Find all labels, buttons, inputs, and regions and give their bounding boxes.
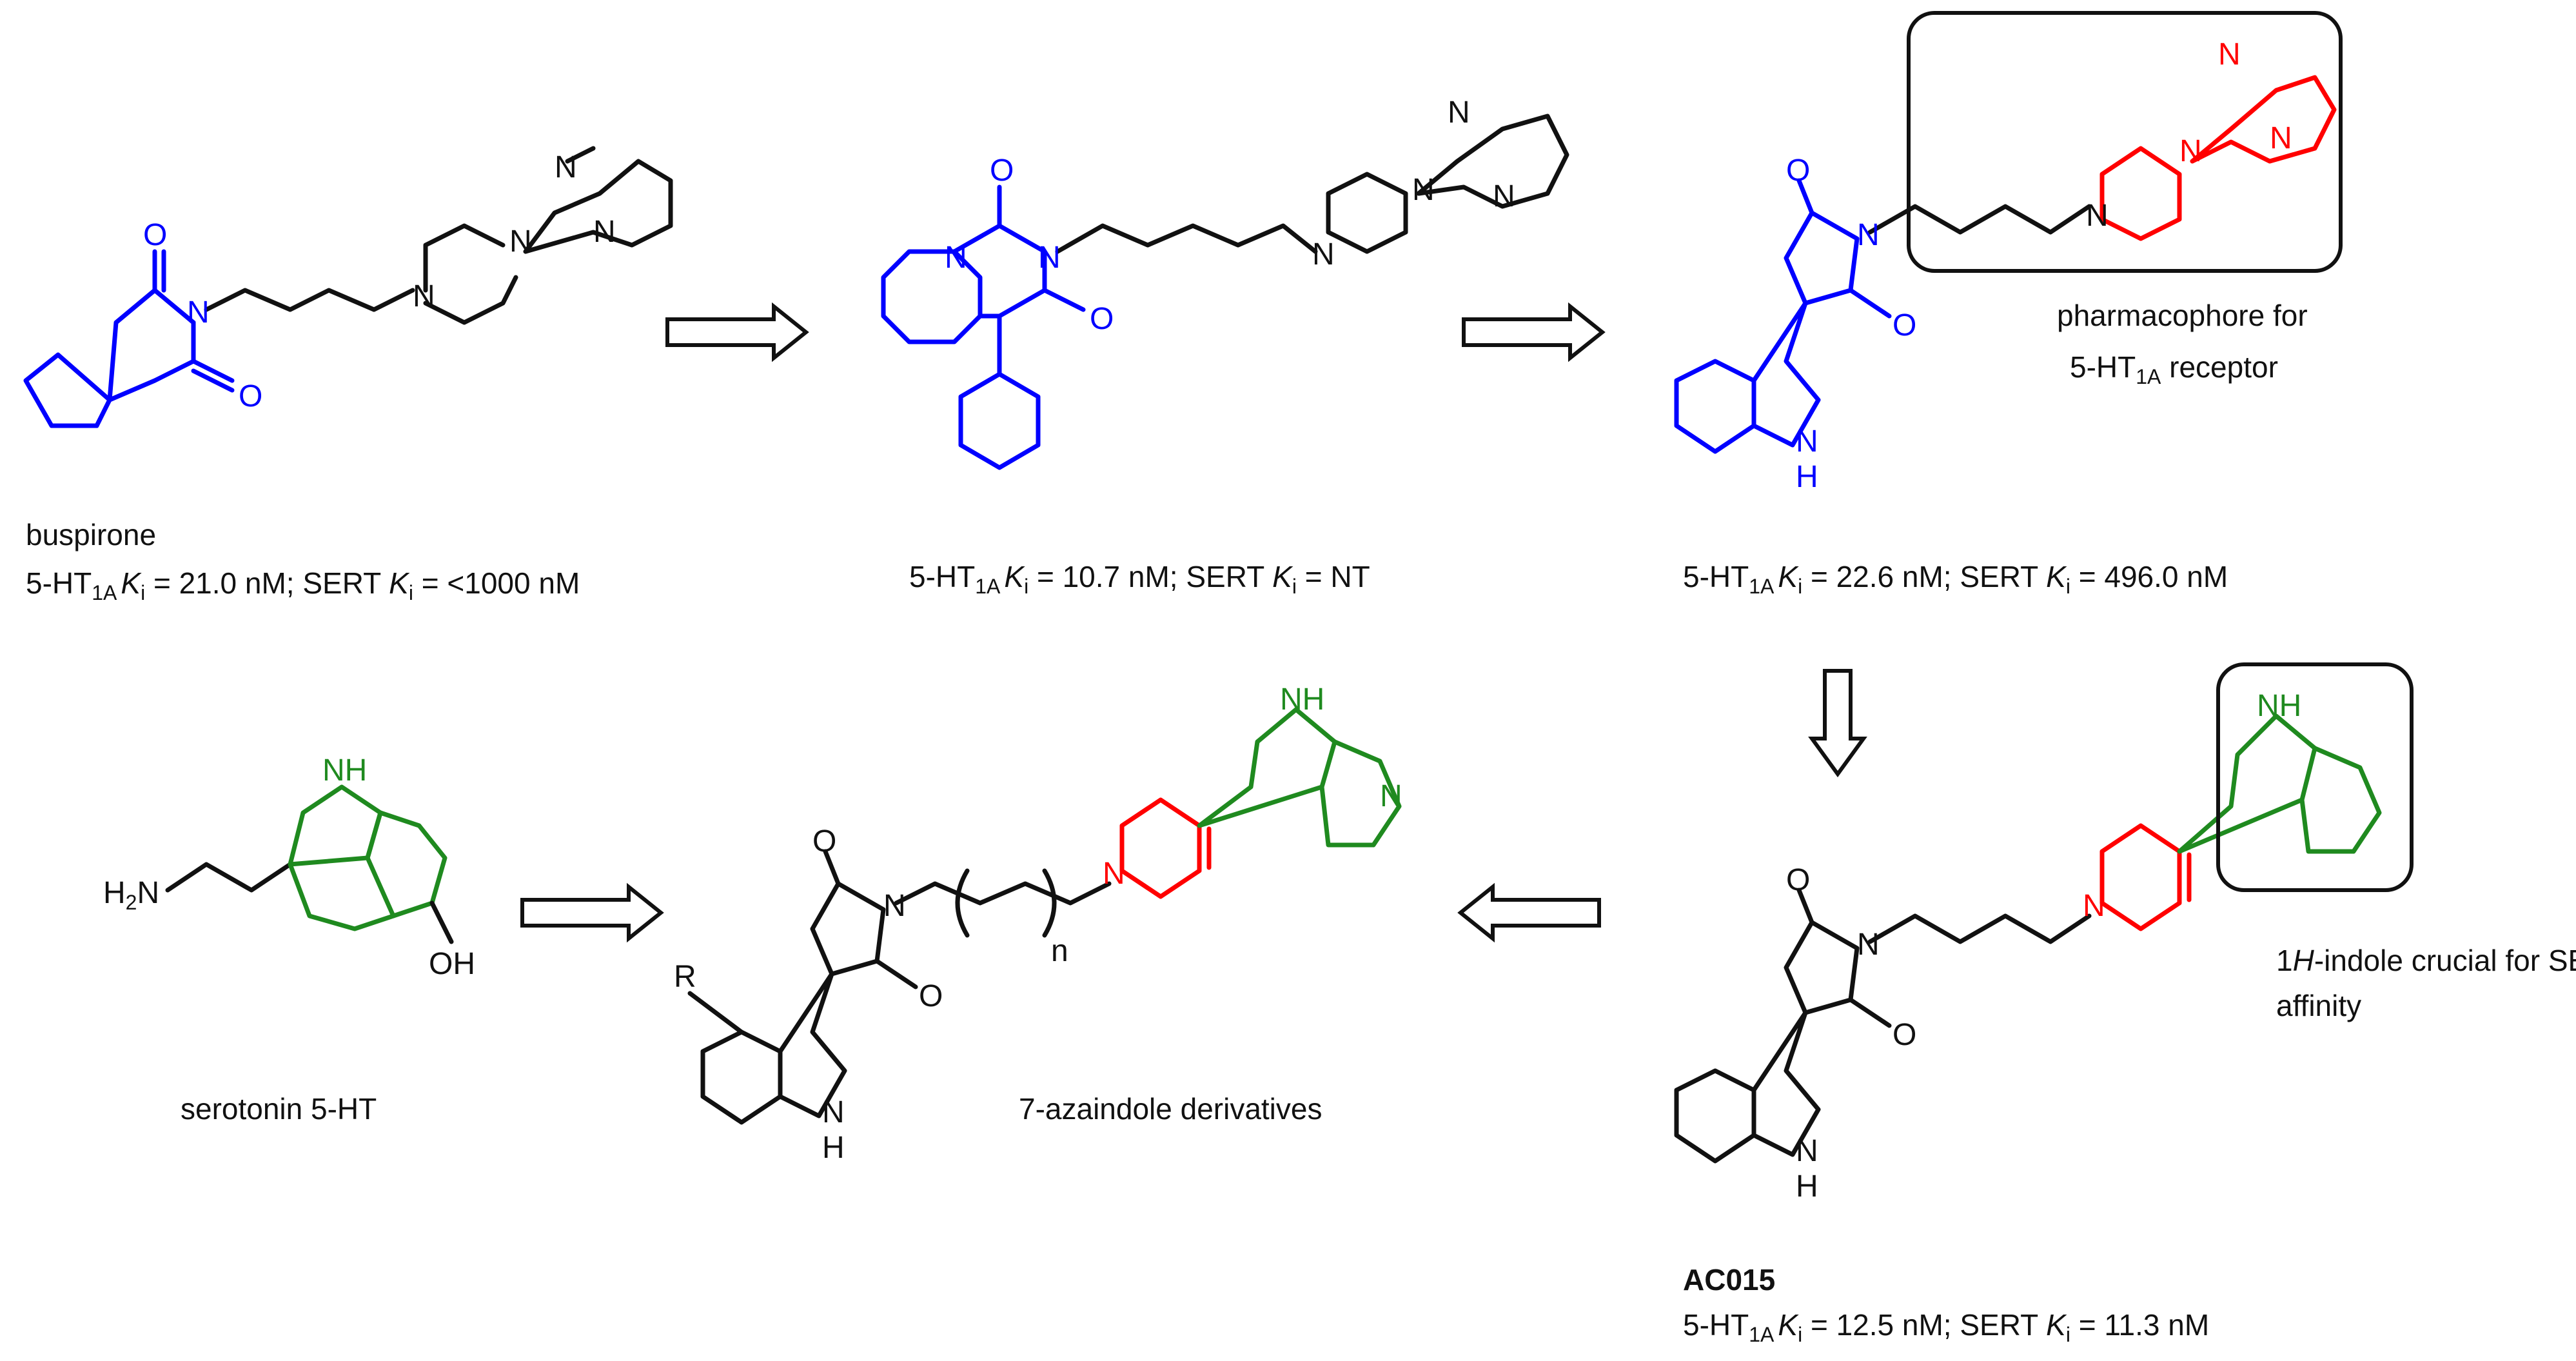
buspirone-structure: O O N N N N N: [23, 146, 673, 428]
buspirone-n-imide: N: [187, 295, 210, 330]
arrow-2: [1462, 302, 1606, 363]
arrow-3-down: [1808, 669, 1867, 778]
c2-n-pyr1: N: [1448, 95, 1470, 130]
serotonin-amine: H2N: [103, 876, 159, 914]
c3-n-pyr1: N: [2218, 37, 2241, 72]
ac015-nh-indole-h: H: [1796, 1169, 1818, 1204]
arrow-1: [665, 302, 809, 363]
aza-n-imide: N: [883, 889, 906, 923]
aza-o1: O: [812, 824, 836, 859]
pharmacophore-label-1: pharmacophore for: [2057, 299, 2308, 332]
ac015-o1: O: [1786, 863, 1810, 897]
indole-box: [2216, 662, 2414, 892]
c3-n-pip1: N: [2086, 199, 2109, 233]
c3-n-imide: N: [1857, 218, 1880, 252]
serotonin-nh: NH: [322, 753, 367, 788]
c2-n-pip2: N: [1412, 173, 1435, 207]
c2-n2: N: [1038, 241, 1061, 275]
serotonin-structure: H2N NH OH: [103, 753, 475, 981]
arrow-4-left: [1457, 882, 1601, 943]
ac015-nh-green: NH: [2257, 689, 2301, 723]
buspirone-n-pip1: N: [413, 279, 435, 313]
c3-o2: O: [1893, 308, 1916, 343]
aza-o2: O: [919, 979, 943, 1013]
aza-nh-indole-n: N: [822, 1095, 845, 1129]
c2-n-pip1: N: [1312, 237, 1335, 272]
aza-nh-indole-h: H: [822, 1131, 845, 1165]
indole-label-2: affinity: [2276, 989, 2361, 1022]
arrow-5: [520, 882, 664, 943]
c2-o1: O: [990, 154, 1014, 188]
azaindole-name: 7-azaindole derivatives: [1019, 1092, 1322, 1126]
buspirone-n-pip2: N: [509, 224, 532, 259]
azaindole-structure: O O N N H R n N NH N: [674, 682, 1402, 1165]
buspirone-n-pyr2: N: [593, 215, 616, 249]
compound-2-structure: O O N N N N N N: [881, 95, 1569, 470]
c2-n1: N: [945, 241, 967, 275]
c2-o2: O: [1090, 302, 1114, 336]
c3-nh-indole-h: H: [1796, 460, 1818, 494]
buspirone-o1: O: [143, 218, 167, 252]
serotonin-name: serotonin 5-HT: [181, 1092, 377, 1126]
indole-label-1: 1H-indole crucial for SERT: [2276, 944, 2576, 977]
aza-n-pyridine: N: [1380, 779, 1402, 813]
aza-n-thp: N: [1103, 857, 1125, 891]
ac015-nh-indole-n: N: [1796, 1134, 1818, 1168]
buspirone-n-pyr1: N: [555, 150, 577, 184]
c3-n-pyr2: N: [2270, 121, 2292, 155]
buspirone-name: buspirone: [26, 518, 156, 551]
pharmacophore-label-2: 5-HT1A receptor: [2070, 350, 2278, 388]
aza-r-group: R: [674, 960, 696, 994]
c3-o1: O: [1786, 154, 1810, 188]
aza-n-repeat: n: [1051, 934, 1068, 968]
ac015-name: AC015: [1683, 1263, 1775, 1296]
pharmacophore-box: [1907, 11, 2343, 273]
ac015-o2: O: [1893, 1018, 1916, 1052]
serotonin-oh: OH: [429, 947, 475, 981]
buspirone-o2: O: [239, 379, 262, 413]
c2-n-pyr2: N: [1493, 179, 1515, 214]
compound-3-structure: O O N N H N N N N: [1674, 37, 2337, 494]
c3-n-pip2: N: [2179, 134, 2202, 168]
ac015-n-imide: N: [1857, 928, 1880, 962]
aza-nh-green: NH: [1280, 682, 1324, 717]
ac015-structure: O O N N H N NH: [1674, 689, 2382, 1204]
c3-nh-indole-n: N: [1796, 424, 1818, 459]
ac015-n-thp: N: [2083, 889, 2105, 923]
